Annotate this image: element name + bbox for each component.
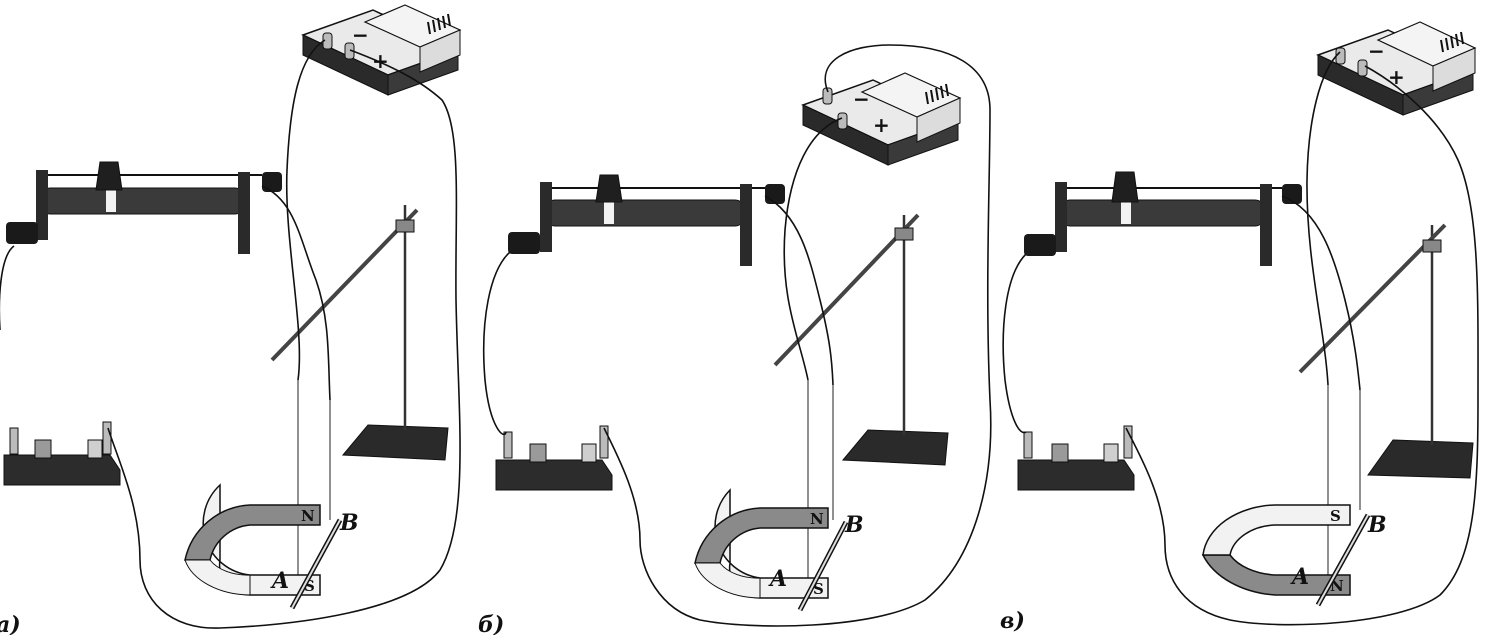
lab-stand [1298,223,1474,479]
vent-icon [925,83,949,105]
plus-terminal [1357,59,1368,77]
horseshoe-magnet: N S [184,483,321,596]
pole-top-label: N [810,510,824,528]
panel-caption: в) [1000,608,1025,634]
pole-bottom-label: S [813,580,824,598]
panel-b: − + [478,44,992,635]
lab-stand [773,213,949,466]
point-b-label: B [844,512,864,538]
panel-a: − + [0,4,462,635]
point-b-label: B [339,510,359,536]
power-supply: − + [1316,21,1477,116]
plus-sign: + [873,113,890,137]
switch [3,421,121,486]
rheostat [508,174,785,266]
pole-top-label: S [1330,507,1341,525]
switch [495,425,613,491]
point-a-label: A [1290,564,1309,590]
horseshoe-magnet: S N [1201,504,1351,596]
point-b-label: B [1367,512,1387,538]
rheostat [1024,171,1302,266]
point-a-label: A [270,568,289,594]
plus-terminal [837,112,848,130]
lab-stand [270,205,449,461]
minus-sign: − [1368,39,1385,63]
horseshoe-magnet: N S [694,488,829,599]
panel-caption: б) [478,612,504,635]
pole-top-label: N [301,507,315,525]
switch [1017,425,1135,491]
pole-bottom-label: S [304,577,315,595]
minus-sign: − [352,23,369,47]
vent-icon [427,13,451,35]
panel-caption: а) [0,612,21,635]
power-supply: − + [801,72,962,166]
minus-terminal [1335,47,1346,65]
rheostat [6,161,282,254]
plus-sign: + [372,49,389,73]
power-supply: − + [301,4,462,96]
point-a-label: A [768,566,787,592]
plus-sign: + [1388,65,1405,89]
vent-icon [1440,31,1464,53]
minus-terminal [822,87,833,105]
minus-sign: − [853,87,870,111]
panel-v: − + [1000,21,1479,634]
magnet-top-arm [1202,504,1351,556]
